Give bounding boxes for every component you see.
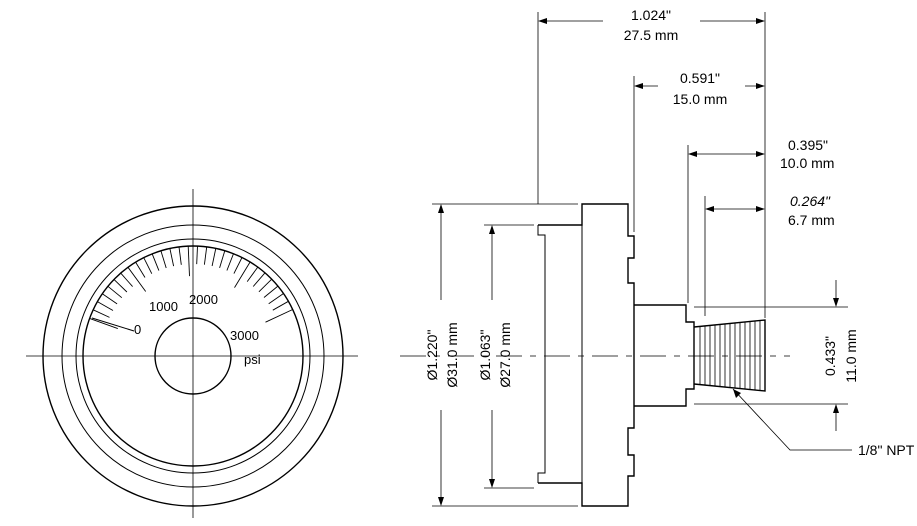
dial-tick — [187, 246, 190, 277]
dial-scale-ticks — [89, 246, 293, 330]
case-to-back-mm: 15.0 mm — [673, 91, 727, 107]
dial-tick — [102, 293, 118, 305]
case-to-back-in: 0.591" — [680, 70, 720, 86]
lens-profile — [537, 225, 546, 483]
dial-tick — [93, 309, 110, 318]
dial-tick — [97, 301, 114, 311]
outer-diameter-in: Ø1.220" — [424, 330, 440, 381]
scale-label-0: 0 — [134, 322, 141, 337]
thread-length-mm: 6.7 mm — [788, 212, 835, 228]
thread-callout-leader: 1/8" NPT — [732, 388, 915, 458]
dial-tick — [89, 317, 118, 330]
dial-tick — [211, 248, 217, 267]
dial-tick — [135, 261, 146, 278]
dial-tick — [178, 246, 182, 265]
dial-tick — [265, 309, 293, 323]
dial-tick — [127, 267, 147, 292]
stem-length-mm: 10.0 mm — [780, 155, 834, 171]
dial-tick — [160, 250, 167, 269]
hex-width-in: 0.433" — [822, 336, 838, 376]
outer-diameter-mm: Ø31.0 mm — [444, 322, 460, 387]
dial-tick — [169, 248, 175, 267]
dial-tick — [113, 279, 128, 293]
dim-thread-length: 0.264" 6.7 mm — [705, 193, 835, 228]
thread-lines — [699, 320, 761, 391]
dial-tick — [226, 253, 234, 271]
thread-length-in: 0.264" — [790, 193, 831, 209]
npt-thread — [693, 319, 766, 392]
dial-tick — [234, 261, 251, 288]
side-view: 1.024" 27.5 mm 0.591" 15.0 mm 0.395" 10.… — [400, 7, 915, 507]
front-view: 0 1000 2000 3000 psi — [26, 189, 358, 518]
scale-label-2000: 2000 — [189, 292, 218, 307]
dial-tick — [120, 272, 133, 287]
dial-tick — [151, 253, 160, 271]
dim-case-to-back: 0.591" 15.0 mm — [634, 70, 765, 107]
hex-width-mm: 11.0 mm — [843, 329, 859, 382]
scale-label-1000: 1000 — [149, 299, 178, 314]
stem-length-in: 0.395" — [788, 137, 828, 153]
dial-tick — [233, 257, 243, 274]
dial-tick — [143, 257, 153, 274]
dial-tick — [246, 266, 259, 282]
dial-tick — [272, 300, 289, 311]
stem-hex — [634, 304, 695, 407]
dial-diameter-mm: Ø27.0 mm — [497, 322, 513, 387]
dial-tick — [219, 250, 226, 269]
dial-tick — [258, 278, 273, 293]
unit-label: psi — [244, 352, 261, 367]
dial-tick — [203, 246, 208, 265]
dial-tick — [263, 285, 279, 298]
thread-callout-label: 1/8" NPT — [858, 442, 915, 458]
dial-tick — [196, 246, 198, 265]
dim-hex-width: 0.433" 11.0 mm — [822, 280, 859, 431]
dim-overall-length: 1.024" 27.5 mm — [538, 7, 765, 43]
dim-dial-diameter: Ø1.063" Ø27.0 mm — [477, 225, 513, 488]
overall-length-mm: 27.5 mm — [624, 27, 678, 43]
zero-stop-pin — [91, 317, 135, 332]
dial-tick — [252, 272, 266, 287]
dial-tick — [268, 293, 284, 305]
overall-length-in: 1.024" — [631, 7, 671, 23]
dial-tick — [107, 285, 123, 299]
dim-stem-length: 0.395" 10.0 mm — [688, 137, 834, 171]
dim-outer-diameter: Ø1.220" Ø31.0 mm — [424, 204, 460, 506]
scale-label-3000: 3000 — [230, 328, 259, 343]
dial-diameter-in: Ø1.063" — [477, 330, 493, 381]
case-profile — [538, 203, 635, 507]
